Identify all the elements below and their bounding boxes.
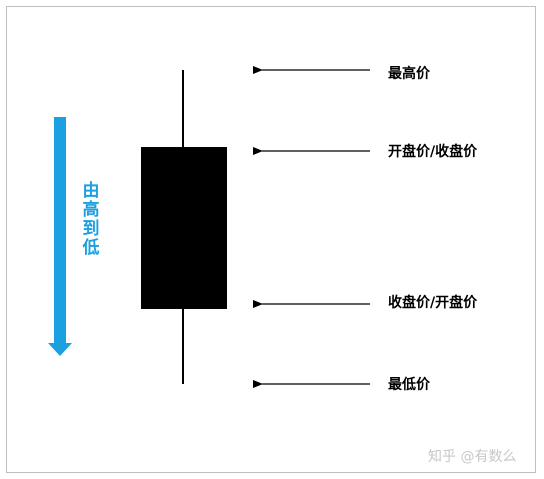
low-price-label: 最低价 — [388, 377, 430, 393]
open-close-label: 开盘价/收盘价 — [388, 144, 478, 160]
direction-arrow-head — [48, 343, 72, 356]
direction-label: 由高到低 — [82, 181, 100, 258]
candle-body — [141, 147, 227, 309]
close-open-label: 收盘价/开盘价 — [388, 295, 478, 311]
diagram-frame — [6, 6, 536, 473]
high-price-label: 最高价 — [388, 66, 430, 82]
watermark: 知乎 @有数么 — [428, 449, 517, 465]
direction-arrow-shaft — [54, 117, 66, 343]
